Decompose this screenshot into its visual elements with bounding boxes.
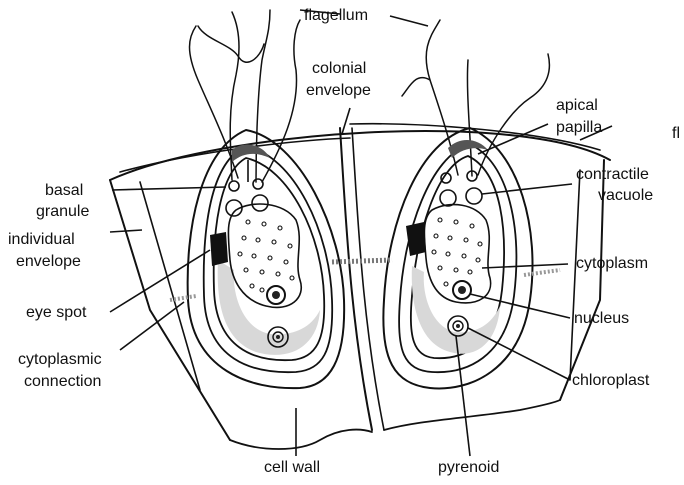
- label-cytoplasm: cytoplasm: [576, 255, 648, 272]
- label-colonial-envelope-line2: envelope: [306, 82, 371, 99]
- label-pyrenoid: pyrenoid: [438, 459, 499, 476]
- label-cytoplasmic-connection-line1: cytoplasmic: [18, 351, 102, 368]
- label-eye-spot: eye spot: [26, 304, 87, 321]
- label-basal-granule-line2: granule: [36, 203, 89, 220]
- eye-spot-right: [406, 222, 426, 256]
- label-contractile-vacuole-line2: vacuole: [598, 187, 653, 204]
- leader-cytoplasm: [482, 264, 568, 268]
- eye-spot-left: [210, 232, 228, 266]
- label-cytoplasmic-connection-line2: connection: [24, 373, 101, 390]
- label-right-edge-fragment: fl: [672, 125, 680, 142]
- label-contractile-vacuole-line1: contractile: [576, 166, 649, 183]
- leader-basal-granule: [112, 187, 226, 190]
- label-flagellum: flagellum: [304, 7, 368, 24]
- colonial-envelope-shape: [110, 124, 610, 440]
- label-chloroplast: chloroplast: [572, 372, 650, 389]
- label-apical-papilla-line1: apical: [556, 97, 598, 114]
- leader-cytoplasmic-connection: [120, 302, 184, 350]
- label-nucleus: nucleus: [574, 310, 629, 327]
- label-cell-wall: cell wall: [264, 459, 320, 476]
- left-cell: [188, 130, 345, 388]
- label-colonial-envelope-line1: colonial: [312, 60, 366, 77]
- cell-wall-shape: [230, 128, 560, 449]
- label-individual-envelope-line1: individual: [8, 231, 75, 248]
- leader-eye-spot: [110, 250, 210, 312]
- label-apical-papilla-line2: papilla: [556, 119, 602, 136]
- leader-nucleus: [470, 294, 570, 318]
- label-basal-granule-line1: basal: [45, 182, 83, 199]
- labels: flagellum colonial envelope apical papil…: [8, 7, 680, 476]
- leader-colonial-envelope: [342, 108, 350, 134]
- label-individual-envelope-line2: envelope: [16, 253, 81, 270]
